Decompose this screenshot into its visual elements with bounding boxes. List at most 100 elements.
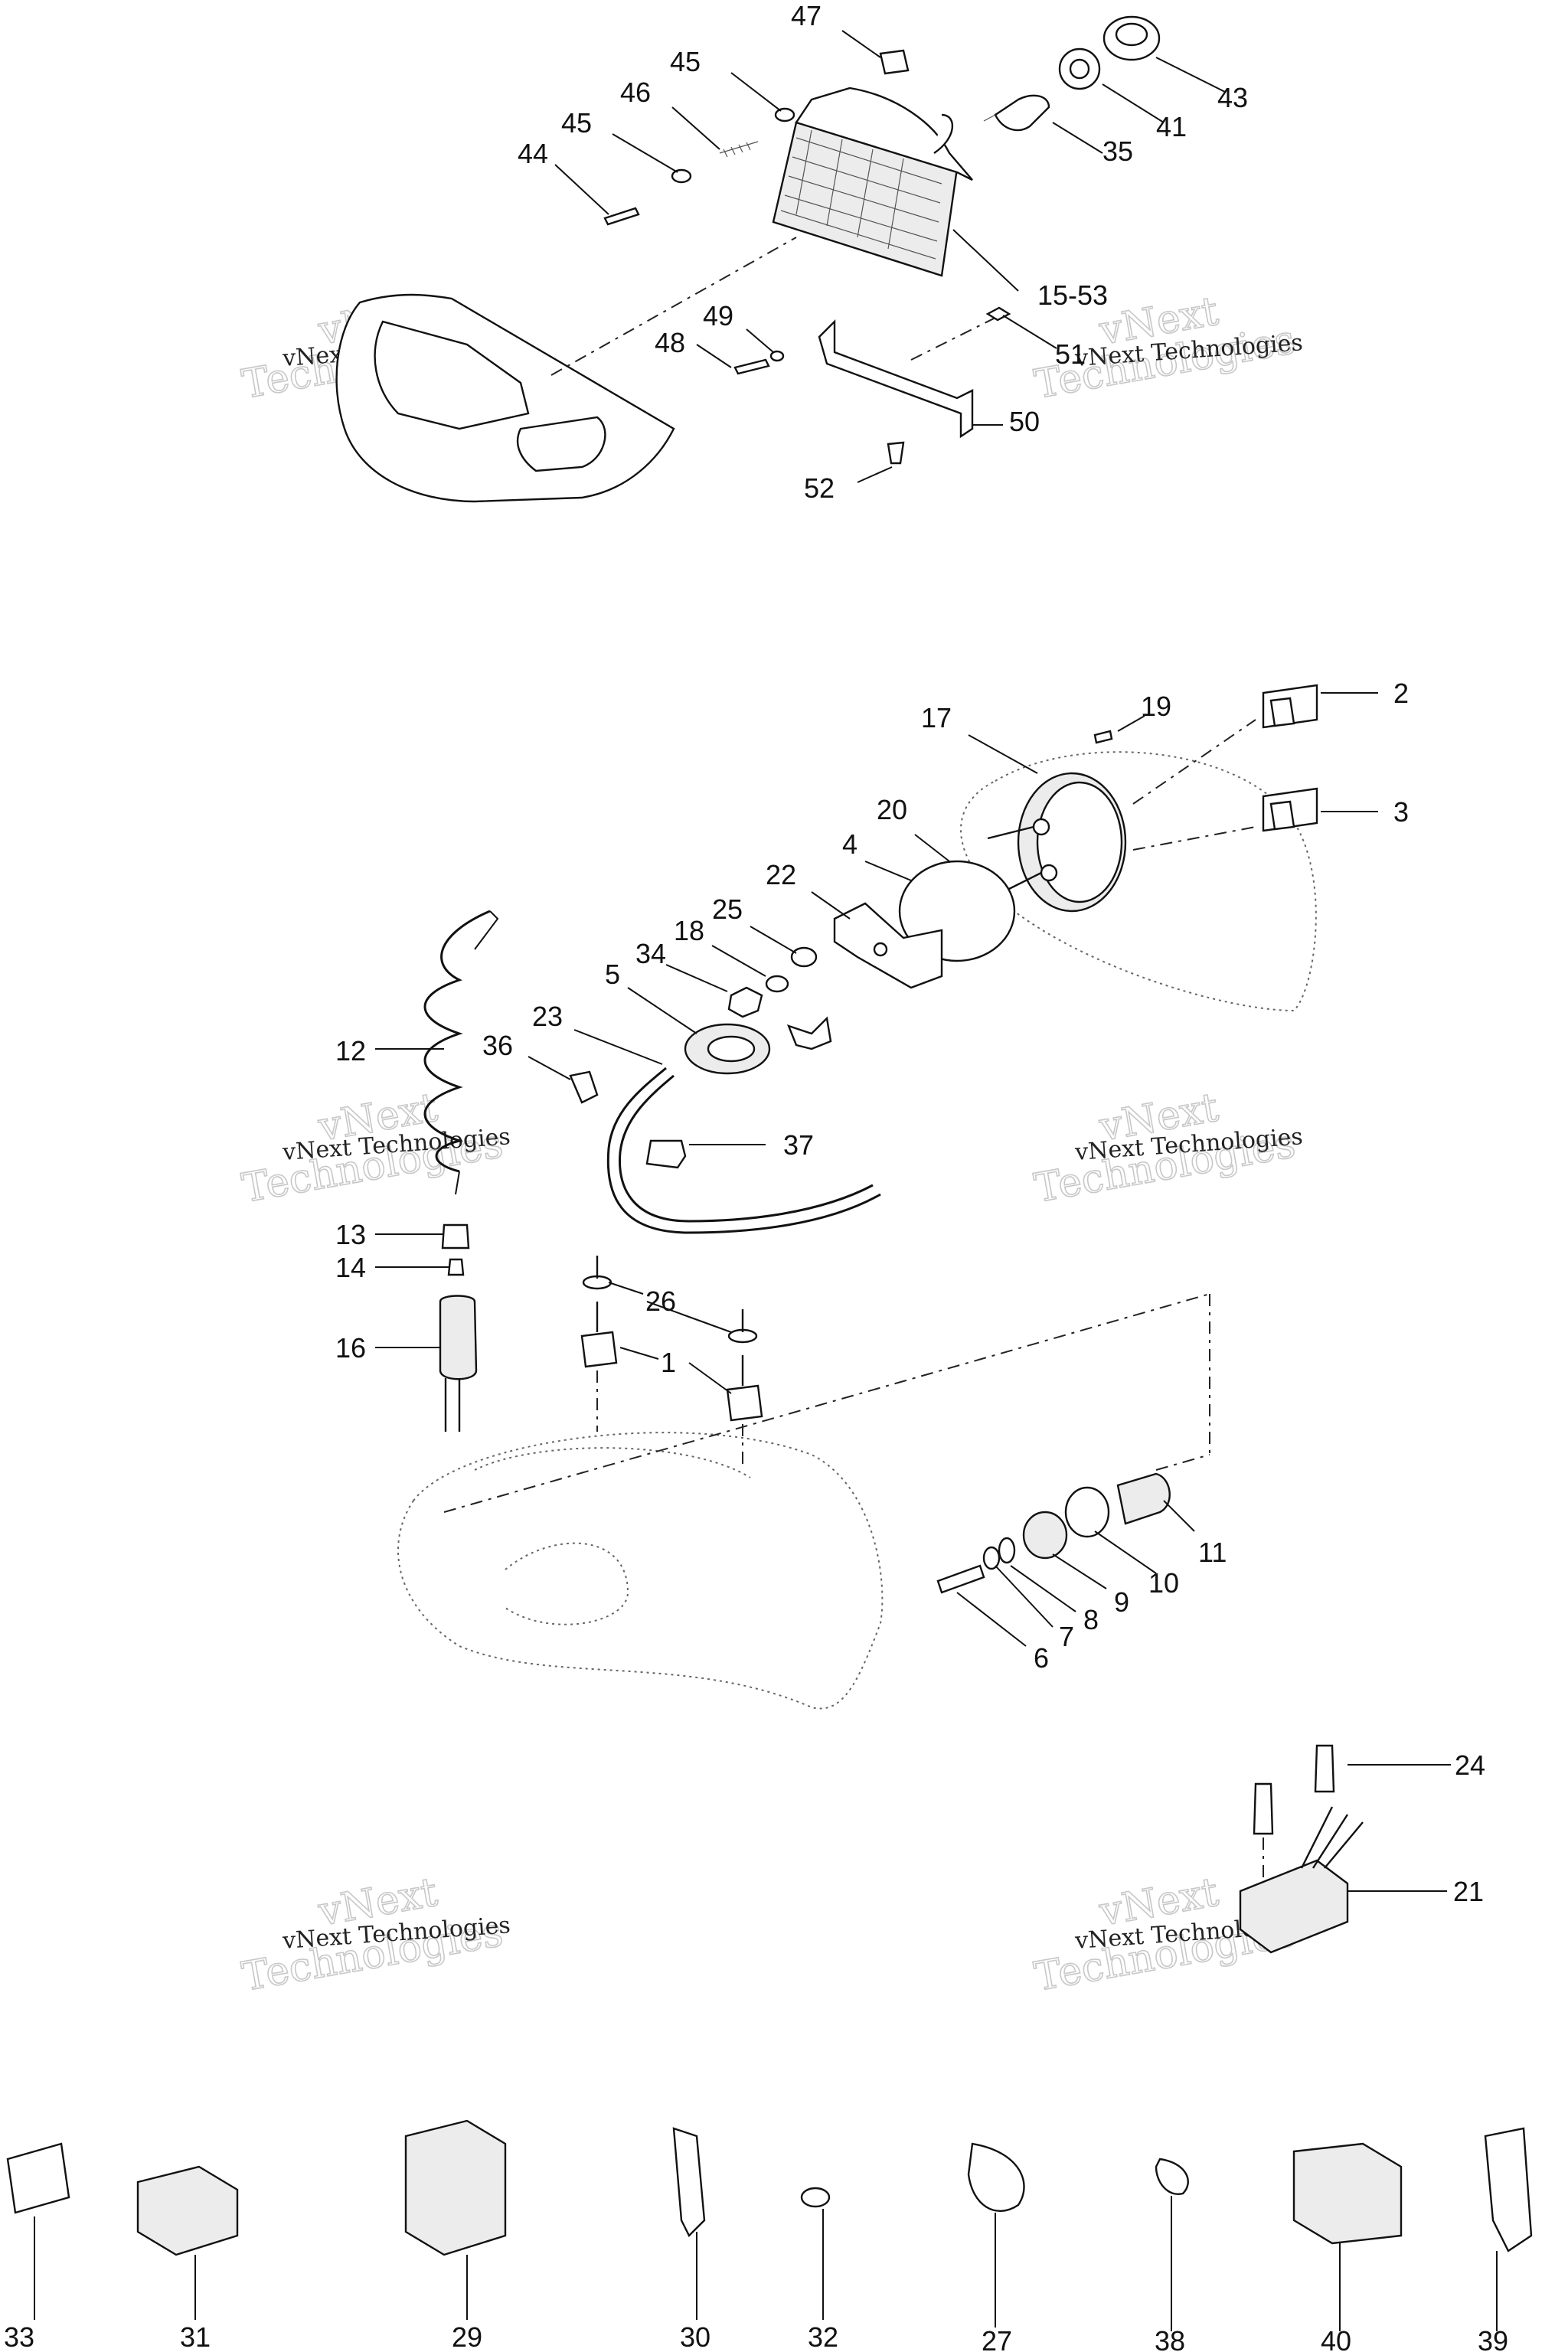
washer-18: [765, 975, 789, 993]
callout-44: 44: [518, 138, 548, 169]
callout-7: 7: [1059, 1621, 1074, 1652]
bolt-24b: [1314, 1744, 1335, 1793]
lanyard-12: [423, 910, 491, 1173]
headlight-assembly: [335, 15, 1161, 503]
callout-30: 30: [680, 2321, 710, 2352]
washer-45: [774, 107, 795, 122]
callout-51: 51: [1055, 338, 1086, 370]
part-29: [404, 2119, 507, 2256]
post-16: [439, 1295, 478, 1380]
callout-13: 13: [335, 1219, 366, 1250]
callout-31: 31: [180, 2321, 211, 2352]
callout-32: 32: [808, 2321, 838, 2352]
callout-50: 50: [1009, 406, 1040, 437]
callout-17: 17: [921, 702, 952, 733]
plate-10: [1064, 1486, 1110, 1538]
watermark-mid-left: Technologies vNext vNext Technologies: [238, 1084, 511, 1213]
callout-9: 9: [1114, 1586, 1129, 1618]
bolt-48: [733, 358, 770, 375]
callout-25: 25: [712, 893, 743, 925]
bolt-24a: [1253, 1782, 1274, 1835]
regulator-assembly: [1239, 1744, 1364, 1954]
callout-15-53: 15-53: [1037, 279, 1108, 311]
callout-5: 5: [605, 959, 620, 990]
callout-36: 36: [482, 1030, 513, 1061]
nut-51: [985, 306, 1011, 322]
callout-18: 18: [674, 915, 704, 946]
nut-7: [982, 1546, 1001, 1570]
callout-34: 34: [635, 938, 666, 969]
callout-26: 26: [645, 1285, 676, 1317]
washer-45b: [671, 168, 692, 184]
callout-24: 24: [1455, 1749, 1485, 1781]
callout-40: 40: [1321, 2325, 1351, 2352]
callout-4: 4: [842, 828, 858, 860]
callout-labels: 47 45 46 45 44 43 41 35 15-53 49 48 51 5…: [4, 0, 1508, 2352]
cap-47: [879, 49, 910, 75]
screw-44: [603, 207, 640, 226]
callout-43: 43: [1217, 82, 1248, 113]
callout-11: 11: [1198, 1537, 1227, 1568]
callout-12: 12: [335, 1035, 366, 1067]
callout-52: 52: [804, 472, 835, 504]
callout-1: 1: [661, 1347, 676, 1378]
part-31: [136, 2165, 239, 2256]
callout-20: 20: [877, 794, 907, 825]
callout-35: 35: [1102, 136, 1133, 167]
leader-lines: [34, 30, 1498, 2331]
callout-27: 27: [982, 2325, 1012, 2352]
key-6: [936, 1564, 985, 1594]
callout-21: 21: [1453, 1876, 1484, 1907]
clip-13: [441, 1223, 470, 1250]
watermark-mid-right: Technologies vNext vNext Technologies: [1031, 1084, 1304, 1213]
part-32: [800, 2187, 831, 2208]
cable-23: [606, 1067, 881, 1234]
plug-52: [887, 441, 905, 465]
part-30: [672, 2127, 706, 2238]
callout-3: 3: [1393, 796, 1409, 828]
switch-1a: [580, 1256, 618, 1368]
washer-49: [769, 350, 785, 362]
cap-11: [1116, 1472, 1171, 1525]
callout-10: 10: [1148, 1567, 1179, 1599]
regulator-21: [1239, 1859, 1349, 1954]
spring-46: [719, 141, 759, 158]
clip-36: [569, 1070, 599, 1104]
screw-19: [1093, 730, 1113, 744]
callout-16: 16: [335, 1332, 366, 1364]
hull-outline: [397, 1432, 884, 1710]
callout-48: 48: [655, 327, 685, 358]
callout-23: 23: [532, 1001, 563, 1032]
callout-39: 39: [1478, 2325, 1508, 2352]
bulb-35: [994, 94, 1050, 132]
bracket-50: [818, 319, 974, 439]
callout-19: 19: [1141, 691, 1171, 722]
gauge-assembly: [397, 684, 1318, 1710]
part-40: [1292, 2142, 1403, 2245]
callout-49: 49: [703, 300, 733, 332]
part-27: [967, 2142, 1025, 2213]
bracket-22: [833, 902, 943, 989]
callout-45-lower: 45: [561, 107, 592, 139]
watermark-top-right: Technologies vNext vNext Technologies: [1031, 288, 1304, 409]
cap-14: [447, 1258, 465, 1276]
part-38: [1155, 2158, 1189, 2195]
callout-47: 47: [791, 0, 822, 31]
clamp-37: [645, 1139, 687, 1169]
callout-14: 14: [335, 1252, 366, 1283]
callout-46: 46: [620, 77, 651, 108]
callout-37: 37: [783, 1129, 814, 1161]
callout-38: 38: [1155, 2325, 1185, 2352]
callout-22: 22: [766, 859, 796, 890]
part-39: [1484, 2127, 1533, 2252]
console-outline: [960, 751, 1317, 1012]
wingnut: [786, 1016, 832, 1050]
connector-row: [6, 2119, 1533, 2256]
callout-2: 2: [1393, 678, 1409, 709]
washer-8: [998, 1537, 1016, 1564]
switch-1b: [726, 1309, 763, 1422]
callout-45-upper: 45: [670, 46, 701, 77]
watermark-low-left: Technologies vNext vNext Technologies: [238, 1869, 511, 2001]
callout-6: 6: [1034, 1642, 1049, 1674]
part-33: [6, 2142, 70, 2214]
